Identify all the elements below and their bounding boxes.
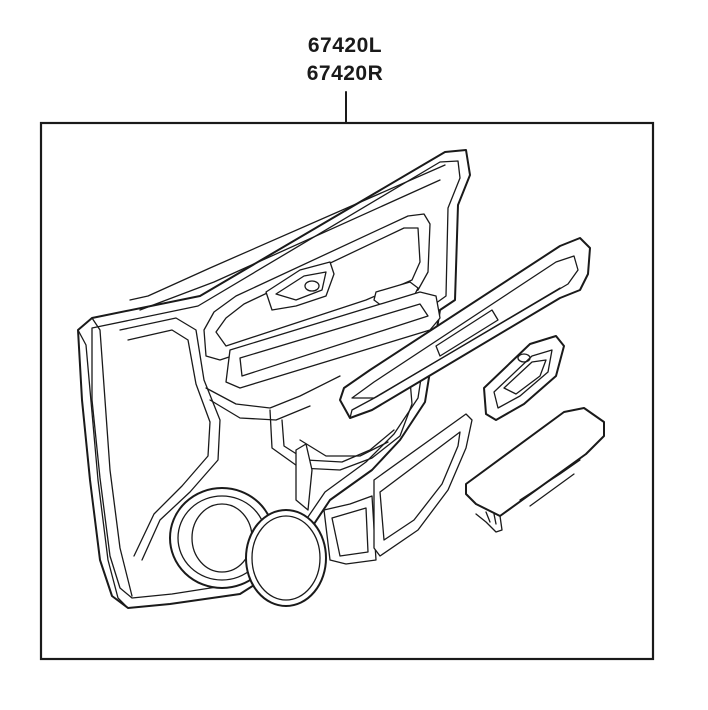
switch-base-drawing bbox=[465, 407, 605, 533]
part-number-right: 67420R bbox=[306, 62, 384, 85]
inner-handle-bezel-drawing bbox=[483, 335, 565, 421]
part-number-left: 67420L bbox=[307, 34, 383, 57]
diagram-frame bbox=[39, 121, 655, 661]
part-number-label: 67420L 67420R bbox=[290, 32, 400, 88]
armrest-drawing bbox=[339, 237, 591, 419]
door-trim-panel-drawing bbox=[77, 149, 473, 609]
